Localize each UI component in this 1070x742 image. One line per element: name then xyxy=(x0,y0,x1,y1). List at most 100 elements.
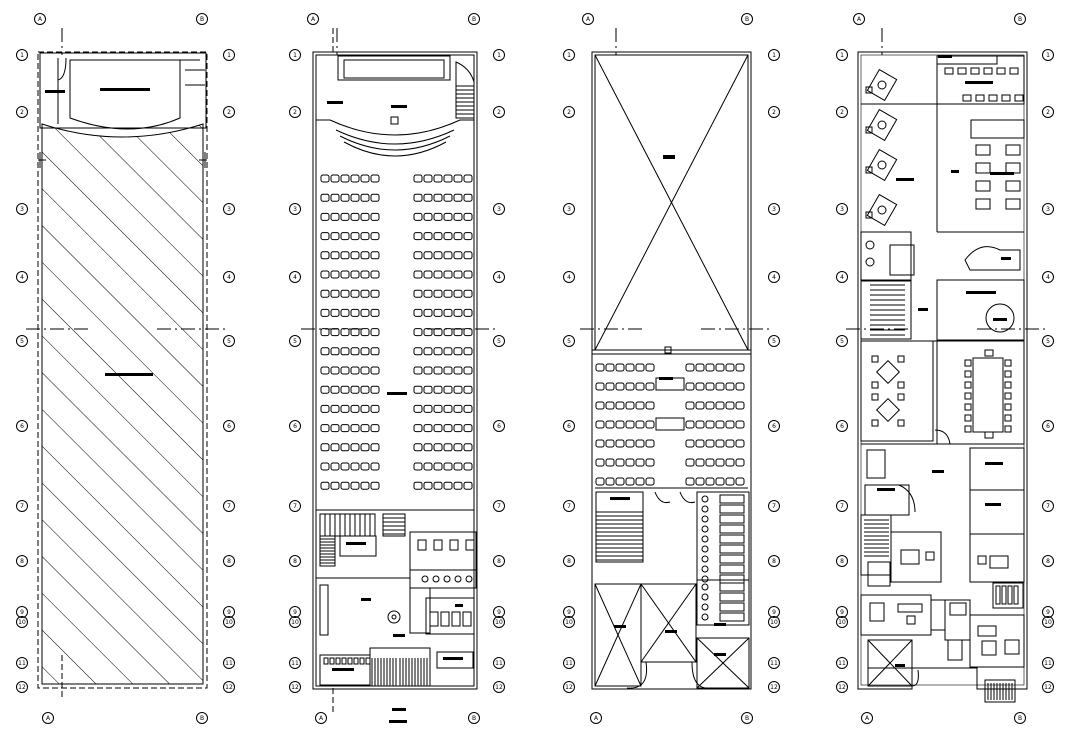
row-2-left-label: 2 xyxy=(840,109,844,116)
row-9-right-label: 9 xyxy=(497,609,501,616)
fixture xyxy=(701,495,709,503)
row-2-left-bubble xyxy=(16,106,28,118)
seat xyxy=(715,401,725,410)
chair xyxy=(970,67,980,75)
seat xyxy=(635,363,645,372)
seat xyxy=(453,481,463,490)
seat xyxy=(330,424,340,433)
seat xyxy=(320,289,330,298)
row-11-left-label: 11 xyxy=(565,660,573,667)
office-4 xyxy=(969,533,1025,583)
seat xyxy=(423,289,433,298)
room-label-block xyxy=(392,708,406,711)
row-7-left-bubble xyxy=(563,500,575,512)
row-5-left-label: 5 xyxy=(840,338,844,345)
row-9-left-bubble xyxy=(563,606,575,618)
landing xyxy=(595,491,644,513)
row-7-right-bubble xyxy=(1042,500,1054,512)
room-label-block xyxy=(391,105,407,108)
row-9-right-label: 9 xyxy=(1046,609,1050,616)
seat xyxy=(605,458,615,467)
fixture xyxy=(701,583,709,591)
seat xyxy=(463,174,473,183)
seat xyxy=(715,439,725,448)
seat xyxy=(715,420,725,429)
seat xyxy=(350,443,360,452)
seat xyxy=(443,289,453,298)
row-6-left-bubble xyxy=(289,420,301,432)
seat xyxy=(423,193,433,202)
wc xyxy=(719,514,745,524)
seat xyxy=(340,232,350,241)
seat xyxy=(340,270,350,279)
seat xyxy=(320,212,330,221)
stage xyxy=(337,55,451,81)
row-8-right-label: 8 xyxy=(227,558,231,565)
row-3-left-bubble xyxy=(16,203,28,215)
room-label-block xyxy=(443,657,463,660)
ground-floor-plan xyxy=(37,51,208,700)
row-4-right-bubble xyxy=(1042,271,1054,283)
row-10-right-label: 10 xyxy=(1044,619,1052,626)
seat xyxy=(695,420,705,429)
row-8-right-bubble xyxy=(223,555,235,567)
seat xyxy=(330,462,340,471)
seat xyxy=(350,404,360,413)
row-7-right-label: 7 xyxy=(1046,503,1050,510)
axis-b-bottom-label: B xyxy=(472,715,476,722)
sofa xyxy=(866,449,886,479)
seat xyxy=(370,443,380,452)
seat xyxy=(463,232,473,241)
seat xyxy=(443,174,453,183)
chair xyxy=(871,381,879,389)
row-4-right-bubble xyxy=(768,271,780,283)
storage xyxy=(992,582,1024,609)
arch xyxy=(626,661,711,689)
row-7-left-bubble xyxy=(289,500,301,512)
chair xyxy=(964,414,972,422)
row-5-right-label: 5 xyxy=(1046,338,1050,345)
chair xyxy=(1004,392,1012,400)
seat xyxy=(715,477,725,486)
chair xyxy=(865,211,873,219)
stage-edge xyxy=(316,119,474,136)
seat xyxy=(443,347,453,356)
void-bottom-right xyxy=(696,637,750,689)
row-1-left-bubble xyxy=(836,49,848,61)
seat xyxy=(595,382,605,391)
seat xyxy=(413,443,423,452)
row-10-left-bubble xyxy=(563,616,575,628)
chair xyxy=(871,393,879,401)
seat xyxy=(453,385,463,394)
seat xyxy=(635,477,645,486)
seat xyxy=(360,347,370,356)
axis-b-top-bubble xyxy=(196,13,208,25)
room-label-block xyxy=(614,625,626,628)
wc xyxy=(719,534,745,544)
seat xyxy=(340,174,350,183)
chair xyxy=(964,381,972,389)
seat xyxy=(453,308,463,317)
auditorium-floor-plan xyxy=(312,28,478,723)
seat xyxy=(370,193,380,202)
seat xyxy=(463,212,473,221)
wall xyxy=(936,55,998,65)
row-5-left-bubble xyxy=(16,335,28,347)
seat xyxy=(433,347,443,356)
row-12-right-label: 12 xyxy=(1044,684,1052,691)
round-table xyxy=(985,303,1015,333)
seat xyxy=(433,462,443,471)
seat xyxy=(413,385,423,394)
row-7-left-label: 7 xyxy=(20,503,24,510)
row-11-left-bubble xyxy=(563,657,575,669)
room-label-block xyxy=(663,155,675,159)
seat xyxy=(413,462,423,471)
seat xyxy=(413,212,423,221)
axis-a-bottom-label: A xyxy=(865,715,870,722)
toilet xyxy=(417,539,427,551)
seat xyxy=(350,462,360,471)
row-3-left-label: 3 xyxy=(840,206,844,213)
chair xyxy=(1001,94,1011,102)
entry-steps xyxy=(984,679,1016,703)
